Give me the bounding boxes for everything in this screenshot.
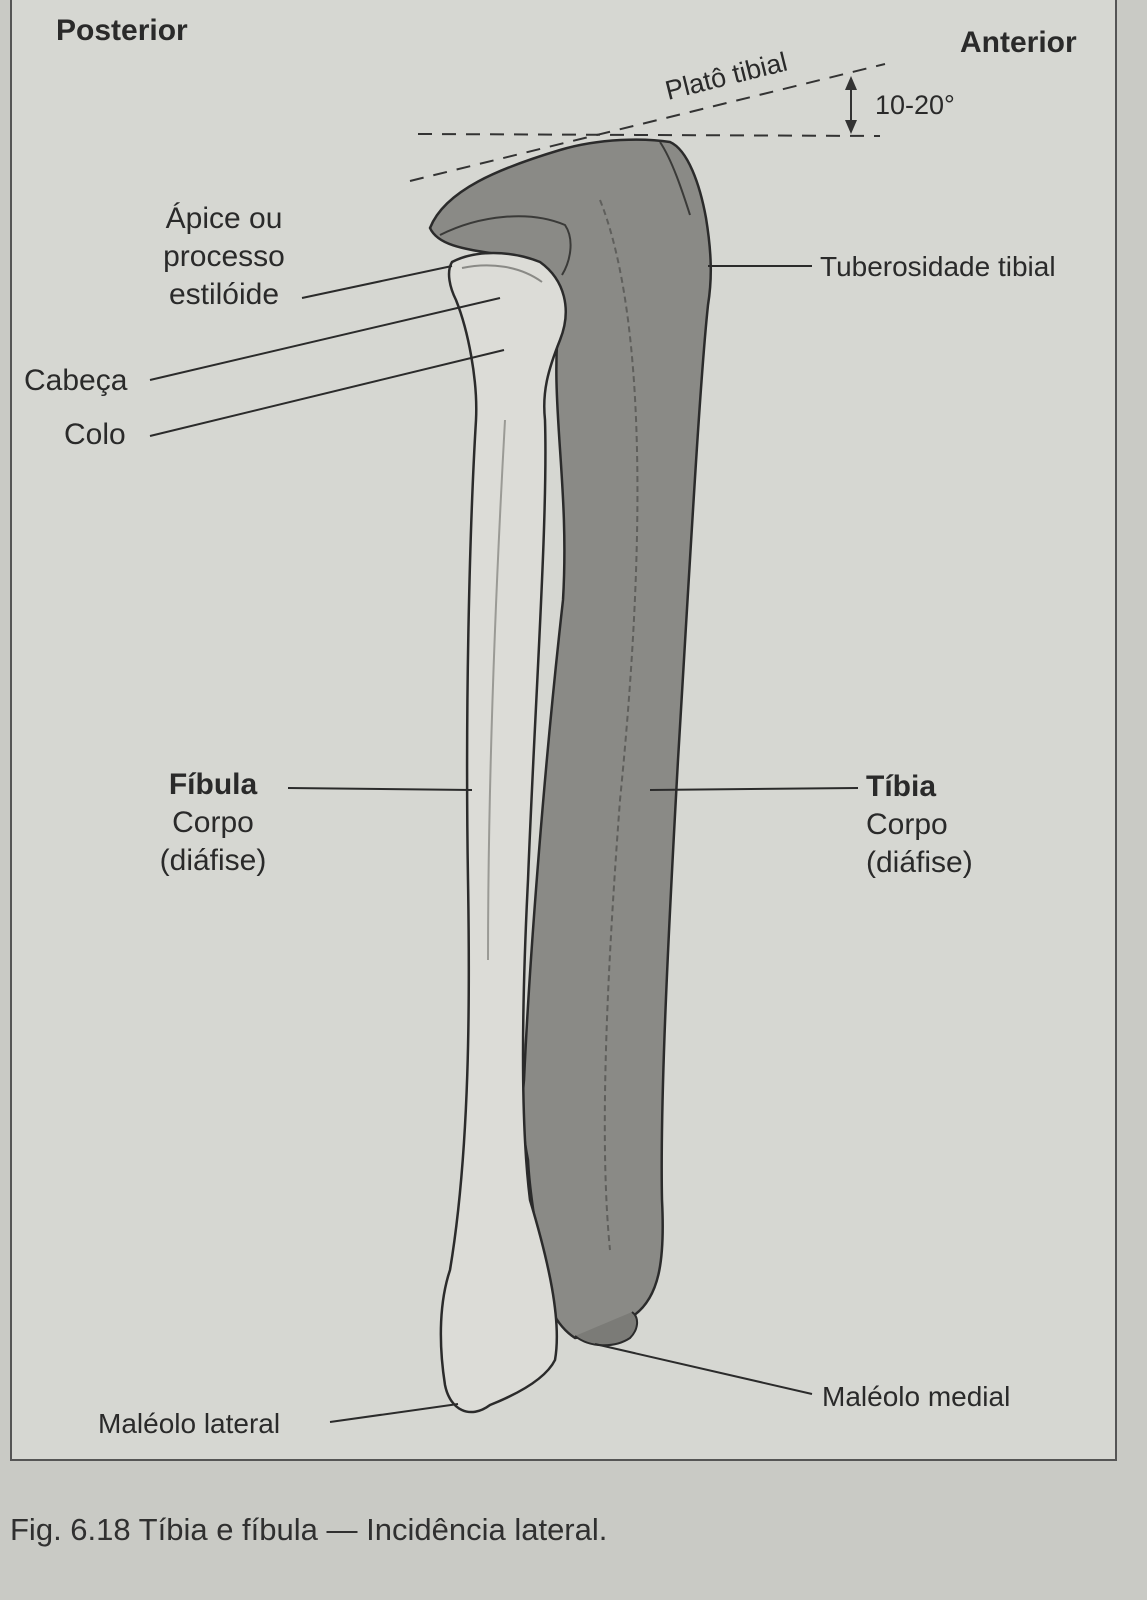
apex-line-2: processo [163, 240, 285, 273]
angle-arrow-head-down [845, 120, 857, 134]
medial-malleolus-label: Maléolo medial [822, 1381, 1011, 1412]
leader-tibia [649, 787, 859, 791]
apex-label: Ápice ou processo estilóide [148, 200, 300, 314]
figure-caption: Fig. 6.18 Tíbia e fíbula — Incidência la… [10, 1512, 608, 1547]
tibial-tuberosity-label: Tuberosidade tibial [820, 251, 1056, 282]
fibula-shaft-shading [487, 419, 506, 961]
apex-line-3: estilóide [168, 278, 280, 311]
tibia-part: Corpo [866, 808, 948, 841]
tibial-tuberosity-outline [659, 141, 691, 216]
fibula-name: Fíbula [168, 768, 258, 801]
leader-fibula [287, 787, 473, 791]
angle-arrow-head-up [845, 76, 857, 90]
plateau-reference-line [417, 133, 881, 137]
leader-lateral-malleolus [329, 1403, 459, 1423]
tibia-label: Tíbia Corpo (diáfise) [866, 768, 973, 882]
apex-line-1: Ápice ou [165, 202, 283, 235]
neck-label: Colo [64, 418, 126, 451]
fibula-detail: (diáfise) [159, 844, 267, 877]
tibia-name: Tíbia [866, 770, 937, 803]
leader-head [149, 297, 501, 381]
fibula-head-shading [461, 264, 543, 283]
leader-neck [149, 349, 505, 437]
angle-value: 10-20° [875, 90, 955, 120]
leader-medial-malleolus [594, 1343, 813, 1395]
medial-malleolus [574, 1311, 638, 1347]
leader-apex [301, 265, 453, 299]
head-label: Cabeça [24, 364, 128, 397]
anterior-label: Anterior [960, 26, 1077, 59]
tibia-detail: (diáfise) [866, 846, 973, 879]
plateau-slope-line [409, 63, 886, 182]
posterior-label: Posterior [56, 14, 188, 47]
tibia-crest-shading [599, 199, 639, 1251]
fibula-bone [439, 251, 567, 1414]
fibula-part: Corpo [172, 806, 254, 839]
lateral-malleolus-label: Maléolo lateral [98, 1408, 281, 1439]
tibia-condyle-shading [439, 215, 572, 276]
fibula-label: Fíbula Corpo (diáfise) [150, 766, 276, 880]
